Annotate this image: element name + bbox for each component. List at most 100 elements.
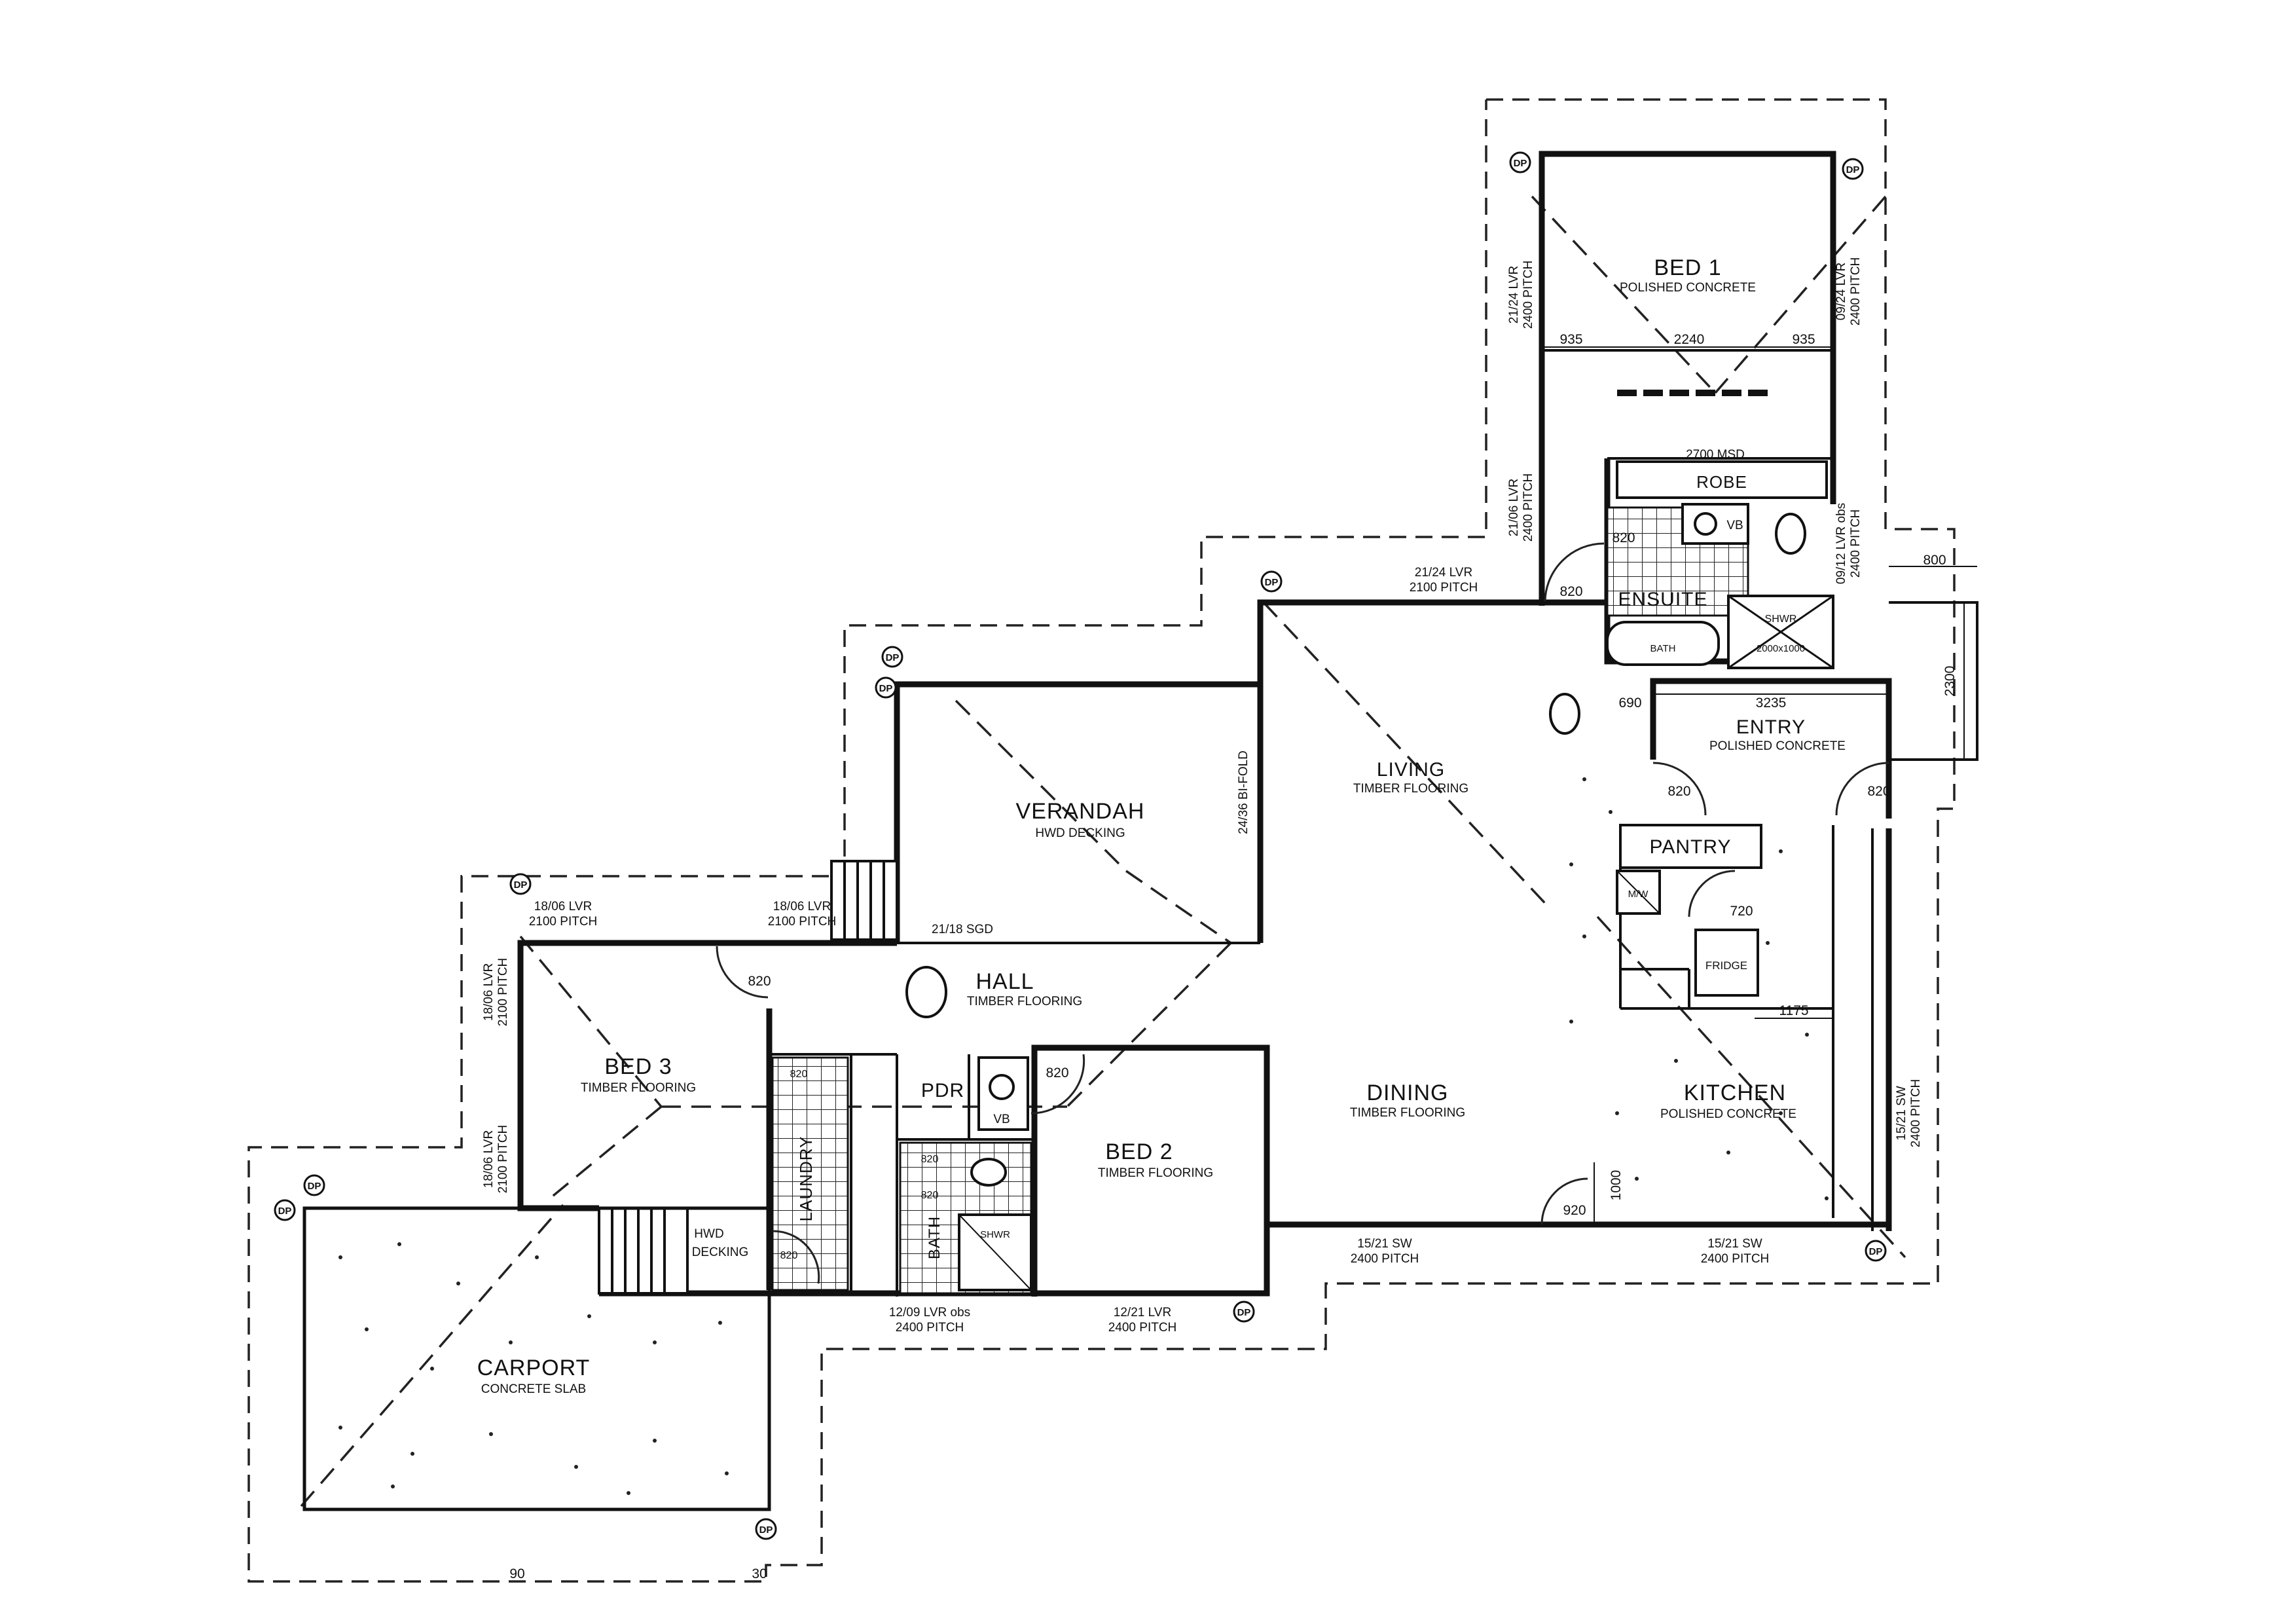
- ensuite-name: ENSUITE: [1618, 589, 1707, 610]
- win-bed1-left-2b: 2400 PITCH: [1522, 473, 1535, 542]
- shower-label: SHWR: [1765, 614, 1797, 625]
- dim-pantry-door: 720: [1730, 904, 1753, 919]
- bed1-name: BED 1: [1654, 255, 1721, 280]
- win-bed3-left-1: 18/06 LVR: [482, 963, 496, 1021]
- dim-living-door: 820: [1559, 584, 1582, 599]
- living-fan-icon: [1549, 693, 1580, 735]
- fixture-labels: 2700 MSD VB BATH SHWR 2000x1000 M/W FRID…: [980, 448, 1805, 1240]
- win-kitchen-right-b: 2400 PITCH: [1909, 1079, 1923, 1148]
- svg-text:DP: DP: [278, 1206, 292, 1217]
- decking-name: HWD: [694, 1227, 723, 1241]
- svg-text:DP: DP: [1265, 577, 1279, 588]
- win-bed3-top-rb: 2100 PITCH: [768, 915, 837, 929]
- downpipe-icon: DP: [303, 1174, 325, 1196]
- downpipe-icon: DP: [881, 646, 903, 668]
- dim-ensuite-door: 820: [1612, 530, 1635, 545]
- carport-floor: CONCRETE SLAB: [481, 1382, 586, 1396]
- win-dining-bottom: 15/21 SW: [1357, 1237, 1412, 1251]
- dim-carport-b: 30: [752, 1566, 767, 1581]
- dim-entry-door-l: 820: [1667, 784, 1690, 799]
- win-bed3-top-r: 18/06 LVR: [773, 900, 831, 913]
- hall-name: HALL: [975, 969, 1034, 994]
- pdr-vb-label: VB: [993, 1113, 1010, 1126]
- win-bed2-bottom: 12/21 LVR: [1114, 1306, 1171, 1320]
- svg-text:DP: DP: [1237, 1307, 1251, 1318]
- bath-tub: [1606, 621, 1720, 666]
- win-bed1-right-1b: 2400 PITCH: [1849, 257, 1863, 326]
- win-verandah-sgd: 21/18 SGD: [932, 923, 993, 936]
- kitchen-name: KITCHEN: [1684, 1080, 1786, 1105]
- win-kitchen-right: 15/21 SW: [1895, 1086, 1908, 1140]
- win-bed3-left-2: 18/06 LVR: [482, 1130, 496, 1188]
- downpipe-icon: DP: [1260, 570, 1283, 593]
- svg-text:DP: DP: [1846, 164, 1860, 175]
- dim-entry-a: 690: [1618, 695, 1641, 710]
- dim-bed1-b: 2240: [1674, 332, 1705, 347]
- downpipe-icon: DP: [1509, 151, 1531, 174]
- bed3-floor: TIMBER FLOORING: [581, 1081, 696, 1095]
- room-labels: BED 1 POLISHED CONCRETE ROBE ENSUITE ENT…: [477, 255, 1846, 1396]
- downpipe-icon: DP: [1865, 1240, 1887, 1262]
- svg-text:DP: DP: [1514, 158, 1527, 169]
- kitchen-floor: POLISHED CONCRETE: [1660, 1107, 1796, 1121]
- hall-fan-icon: [905, 966, 947, 1018]
- bed1-floor: POLISHED CONCRETE: [1620, 281, 1756, 295]
- win-kitchen-bottom-b: 2400 PITCH: [1701, 1252, 1770, 1266]
- win-bath-bottom: 12/09 LVR obs: [889, 1306, 970, 1320]
- living-name: LIVING: [1377, 759, 1445, 781]
- svg-text:DP: DP: [759, 1524, 773, 1536]
- downpipes: DP DP DP DP DP DP DP DP DP DP DP: [274, 151, 1887, 1540]
- carport-name: CARPORT: [477, 1356, 591, 1380]
- dim-laundry-door-c: 820: [780, 1250, 798, 1261]
- svg-text:DP: DP: [1869, 1246, 1883, 1257]
- win-bed1-right-1: 09/24 LVR: [1834, 263, 1848, 320]
- win-bed1-left-2: 21/06 LVR: [1507, 479, 1521, 536]
- win-bed3-top-l: 18/06 LVR: [534, 900, 592, 913]
- win-kitchen-bottom: 15/21 SW: [1707, 1237, 1762, 1251]
- robe-unit: [1616, 460, 1828, 499]
- svg-text:DP: DP: [308, 1181, 321, 1192]
- shower-size-label: 2000x1000: [1757, 643, 1805, 654]
- bed2-name: BED 2: [1105, 1139, 1173, 1164]
- dim-hall-door: 820: [748, 974, 771, 989]
- verandah-name: VERANDAH: [1016, 799, 1145, 824]
- dim-pdr-door: 820: [1046, 1065, 1068, 1080]
- entry-floor: POLISHED CONCRETE: [1709, 739, 1846, 753]
- win-bed3-left-1b: 2100 PITCH: [496, 958, 510, 1027]
- pantry-name: PANTRY: [1650, 836, 1732, 858]
- dimension-labels: 935 2240 935 820 820 690 3235 820 820 80…: [509, 332, 1958, 1581]
- dim-porch-w: 800: [1923, 553, 1946, 568]
- door-swings: [716, 542, 1889, 1284]
- downpipe-icon: DP: [755, 1518, 777, 1540]
- bed2-floor: TIMBER FLOORING: [1098, 1166, 1213, 1180]
- win-bed3-top-lb: 2100 PITCH: [529, 915, 598, 929]
- entry-name: ENTRY: [1736, 716, 1806, 738]
- dim-entry-b: 3235: [1756, 695, 1787, 710]
- dimension-lines: [1542, 346, 1977, 1225]
- window-labels: 21/24 LVR 2400 PITCH 21/06 LVR 2400 PITC…: [482, 257, 1923, 1335]
- win-bath-bottom-b: 2400 PITCH: [896, 1321, 964, 1335]
- win-living-top: 21/24 LVR: [1415, 566, 1472, 580]
- dim-laundry-door-a: 820: [790, 1069, 808, 1080]
- win-verandah-bifold: 24/36 BI-FOLD: [1237, 750, 1250, 834]
- win-bed1-left-1b: 2400 PITCH: [1522, 261, 1535, 329]
- downpipe-icon: DP: [509, 873, 532, 895]
- dim-bed1-a: 935: [1559, 332, 1582, 347]
- win-bed3-left-2b: 2100 PITCH: [496, 1125, 510, 1194]
- dim-kitchen-bench: 1175: [1779, 1003, 1808, 1018]
- downpipe-icon: DP: [1233, 1301, 1255, 1323]
- downpipe-icon: DP: [1842, 158, 1864, 180]
- concrete-specks: [338, 777, 1829, 1495]
- living-floor: TIMBER FLOORING: [1353, 782, 1468, 796]
- dim-entry-door-r: 820: [1867, 784, 1890, 799]
- dining-floor: TIMBER FLOORING: [1350, 1106, 1465, 1120]
- hall-floor: TIMBER FLOORING: [967, 995, 1082, 1008]
- decking-name-2: DECKING: [692, 1246, 749, 1259]
- svg-text:DP: DP: [886, 652, 900, 663]
- robe-door-label: 2700 MSD: [1686, 448, 1745, 462]
- svg-text:DP: DP: [514, 879, 528, 891]
- win-bed1-left-1: 21/24 LVR: [1507, 266, 1521, 323]
- bath-shower-label: SHWR: [980, 1229, 1010, 1240]
- win-living-top-b: 2100 PITCH: [1410, 581, 1478, 595]
